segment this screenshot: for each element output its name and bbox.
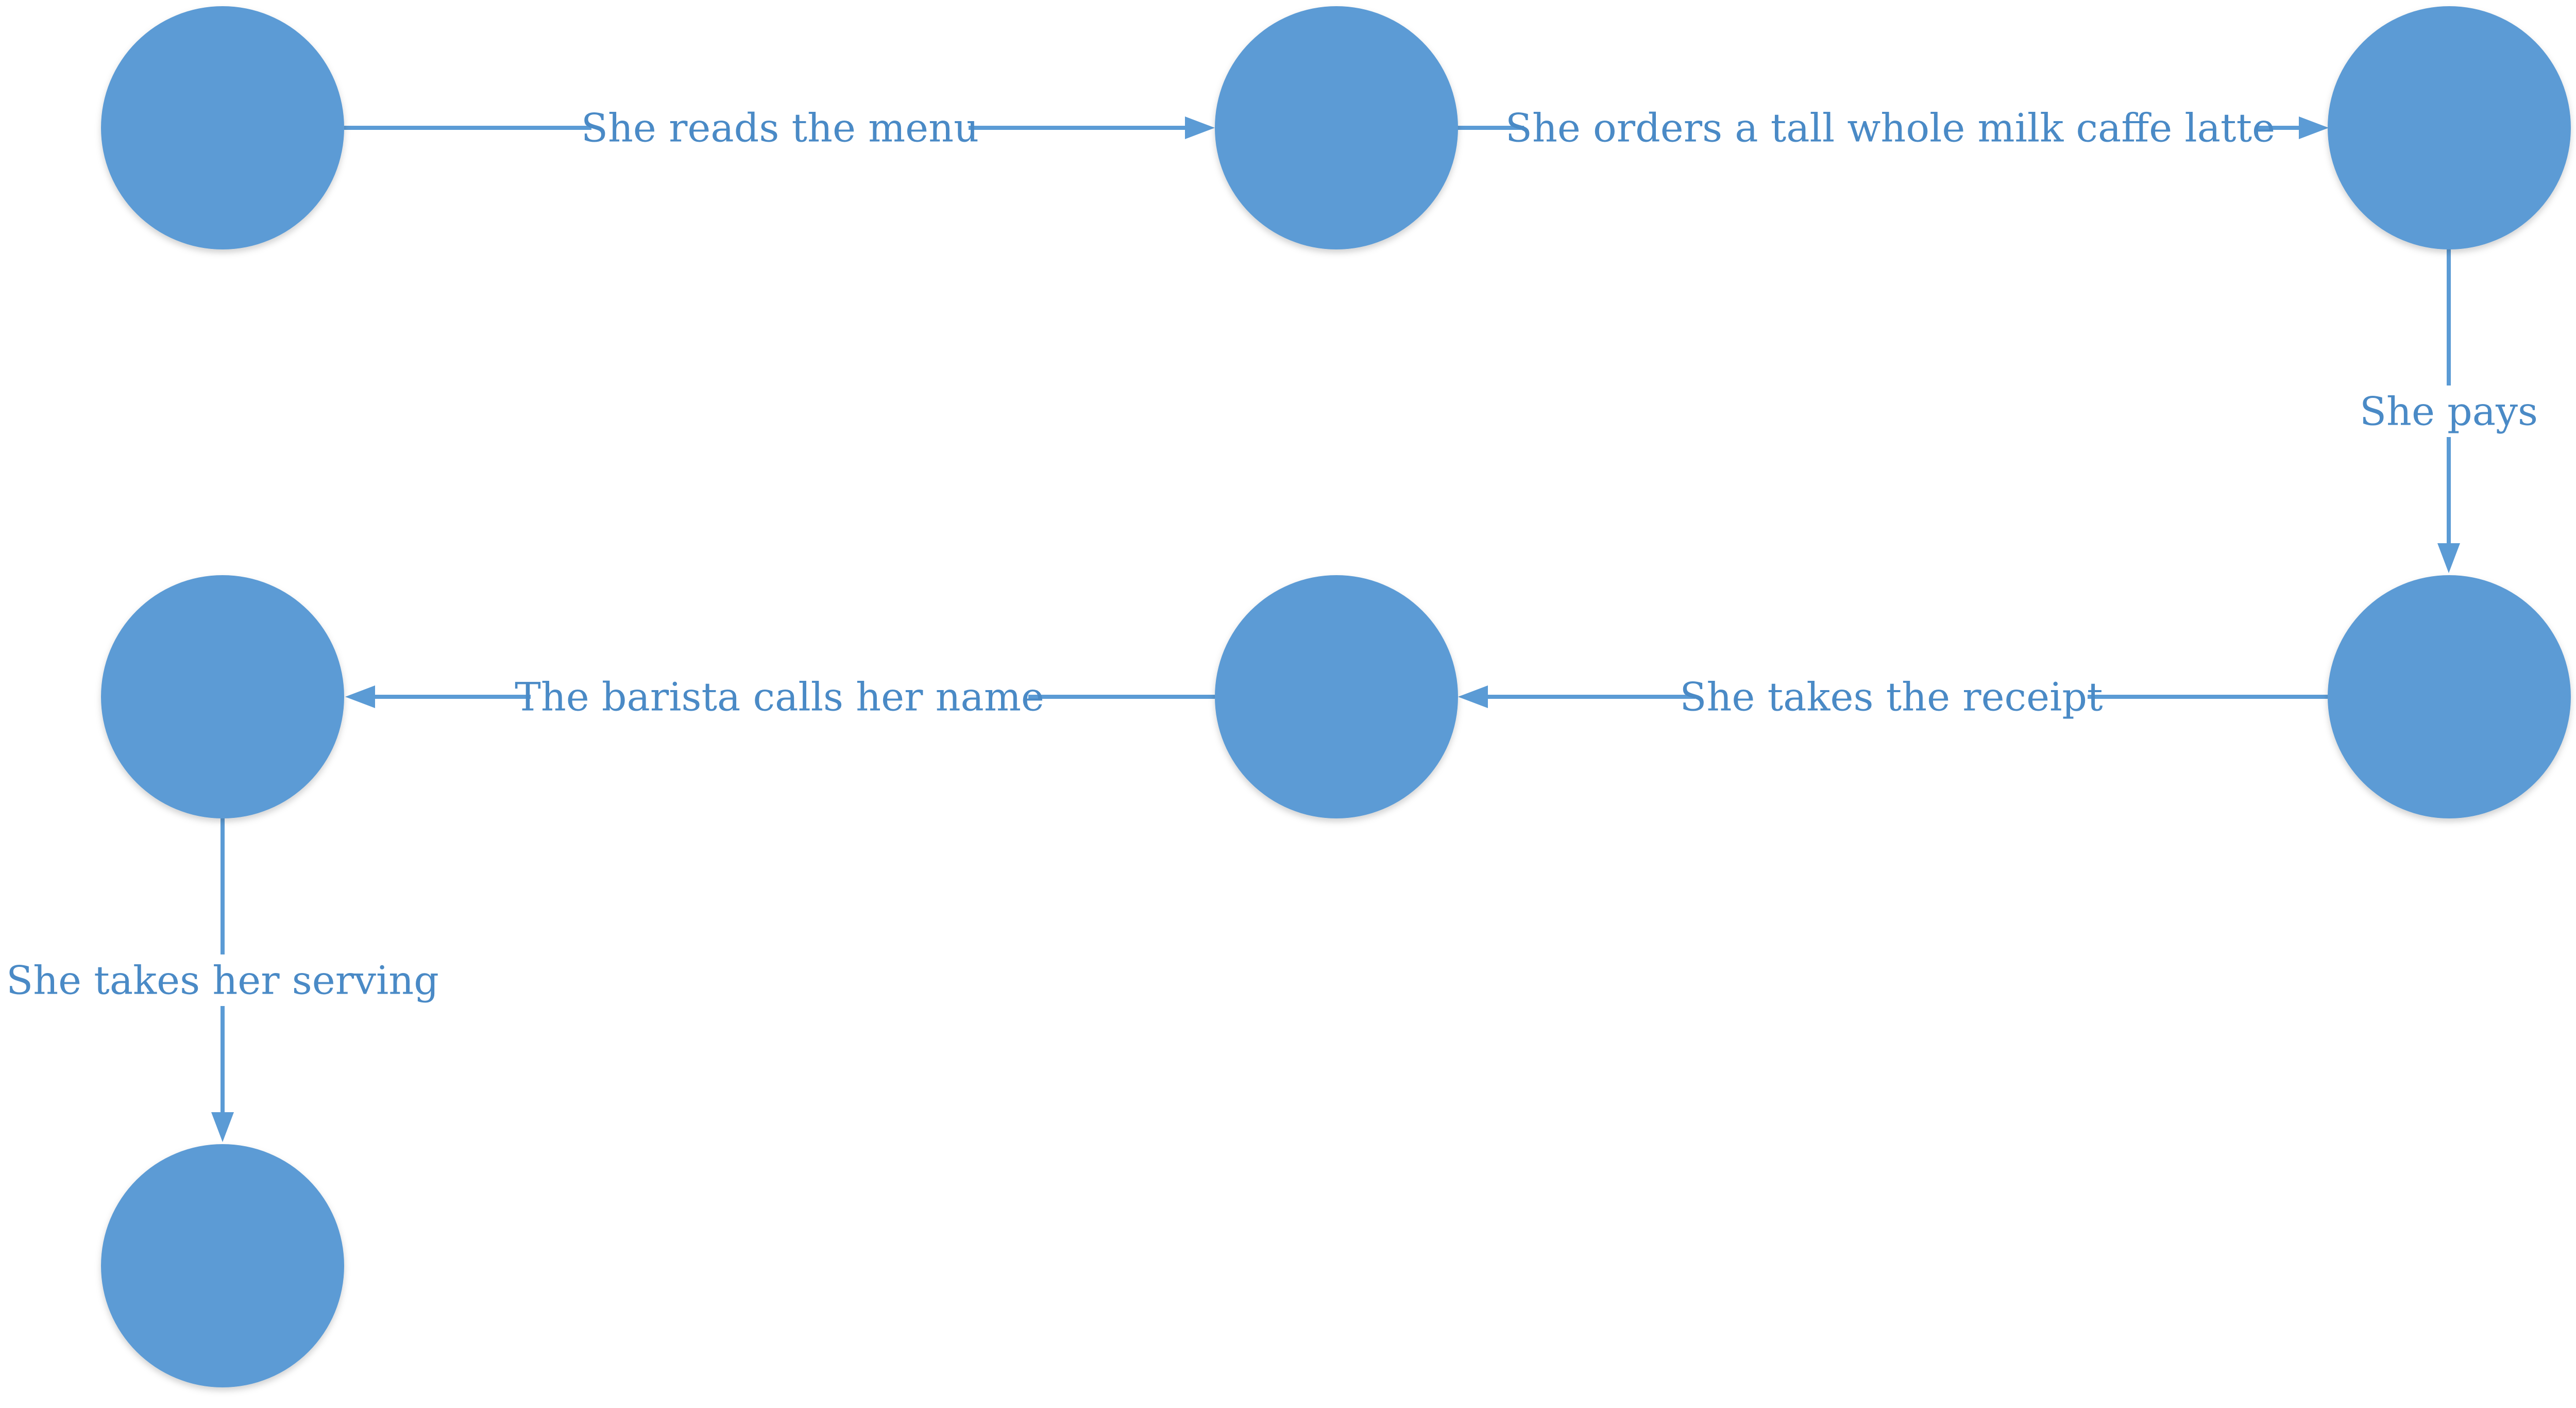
edge-takes-receipt: She takes the receipt bbox=[1458, 671, 2328, 723]
edge-order-latte: She orders a tall whole milk caffe latte bbox=[1457, 102, 2329, 154]
arrowhead-right-icon bbox=[1185, 116, 1215, 139]
node-circle-4 bbox=[2328, 575, 2571, 818]
node-circle-7 bbox=[101, 1144, 344, 1387]
edge-label-barista-calls: The barista calls her name bbox=[515, 674, 1044, 720]
edge-label-takes-receipt: She takes the receipt bbox=[1680, 674, 2103, 720]
node-circle-3 bbox=[2328, 6, 2571, 249]
edge-pays: She pays bbox=[2354, 249, 2543, 573]
edge-label-pays: She pays bbox=[2360, 389, 2538, 434]
edge-label-order-latte: She orders a tall whole milk caffe latte bbox=[1505, 105, 2275, 151]
node-circle-6 bbox=[101, 575, 344, 818]
edge-read-menu: She reads the menu bbox=[344, 102, 1215, 154]
edge-takes-serving: She takes her serving bbox=[6, 818, 439, 1142]
arrowhead-left-icon bbox=[345, 685, 375, 708]
node-circle-2 bbox=[1215, 6, 1458, 249]
arrowhead-down-icon bbox=[2437, 543, 2460, 573]
node-circle-1 bbox=[101, 6, 344, 249]
arrowhead-down-icon bbox=[211, 1112, 234, 1142]
arrowhead-right-icon bbox=[2299, 116, 2329, 139]
edge-label-read-menu: She reads the menu bbox=[581, 105, 979, 151]
arrowhead-left-icon bbox=[1458, 685, 1488, 708]
edge-label-takes-serving: She takes her serving bbox=[6, 958, 439, 1003]
edge-barista-calls: The barista calls her name bbox=[345, 671, 1215, 723]
node-circle-5 bbox=[1215, 575, 1458, 818]
